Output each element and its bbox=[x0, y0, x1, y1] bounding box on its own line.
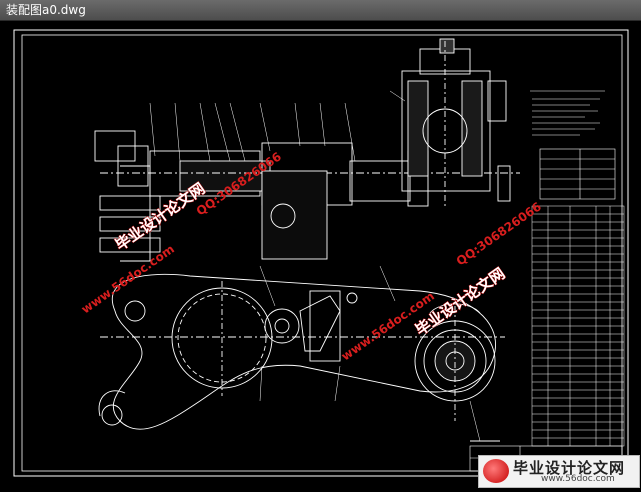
inner-frame bbox=[21, 34, 623, 472]
outer-frame bbox=[13, 29, 629, 477]
logo-url: www.56doc.com bbox=[541, 474, 615, 484]
technical-notes bbox=[530, 90, 605, 136]
site-logo[interactable]: 毕业设计论文网 www.56doc.com bbox=[478, 455, 640, 488]
vertical-cylinder bbox=[401, 38, 511, 206]
arm-assembly bbox=[98, 273, 505, 442]
watermark-url-1: www.56doc.com bbox=[79, 242, 177, 317]
drawing-canvas[interactable]: 毕业设计论文网 QQ:306826066 www.56doc.com www.5… bbox=[0, 21, 641, 488]
assembly-drawing: 毕业设计论文网 QQ:306826066 www.56doc.com www.5… bbox=[13, 29, 629, 477]
spec-table bbox=[539, 148, 616, 200]
leader-lines bbox=[149, 90, 481, 442]
upper-assembly bbox=[94, 130, 520, 262]
logo-title: 毕业设计论文网 bbox=[513, 459, 626, 477]
title-bar[interactable]: 装配图a0.dwg bbox=[0, 0, 641, 21]
window-title: 装配图a0.dwg bbox=[6, 3, 86, 17]
ball-logo-icon bbox=[483, 459, 509, 483]
parts-list-table bbox=[531, 205, 625, 447]
watermark-qq-2: QQ:306826066 bbox=[454, 199, 544, 268]
